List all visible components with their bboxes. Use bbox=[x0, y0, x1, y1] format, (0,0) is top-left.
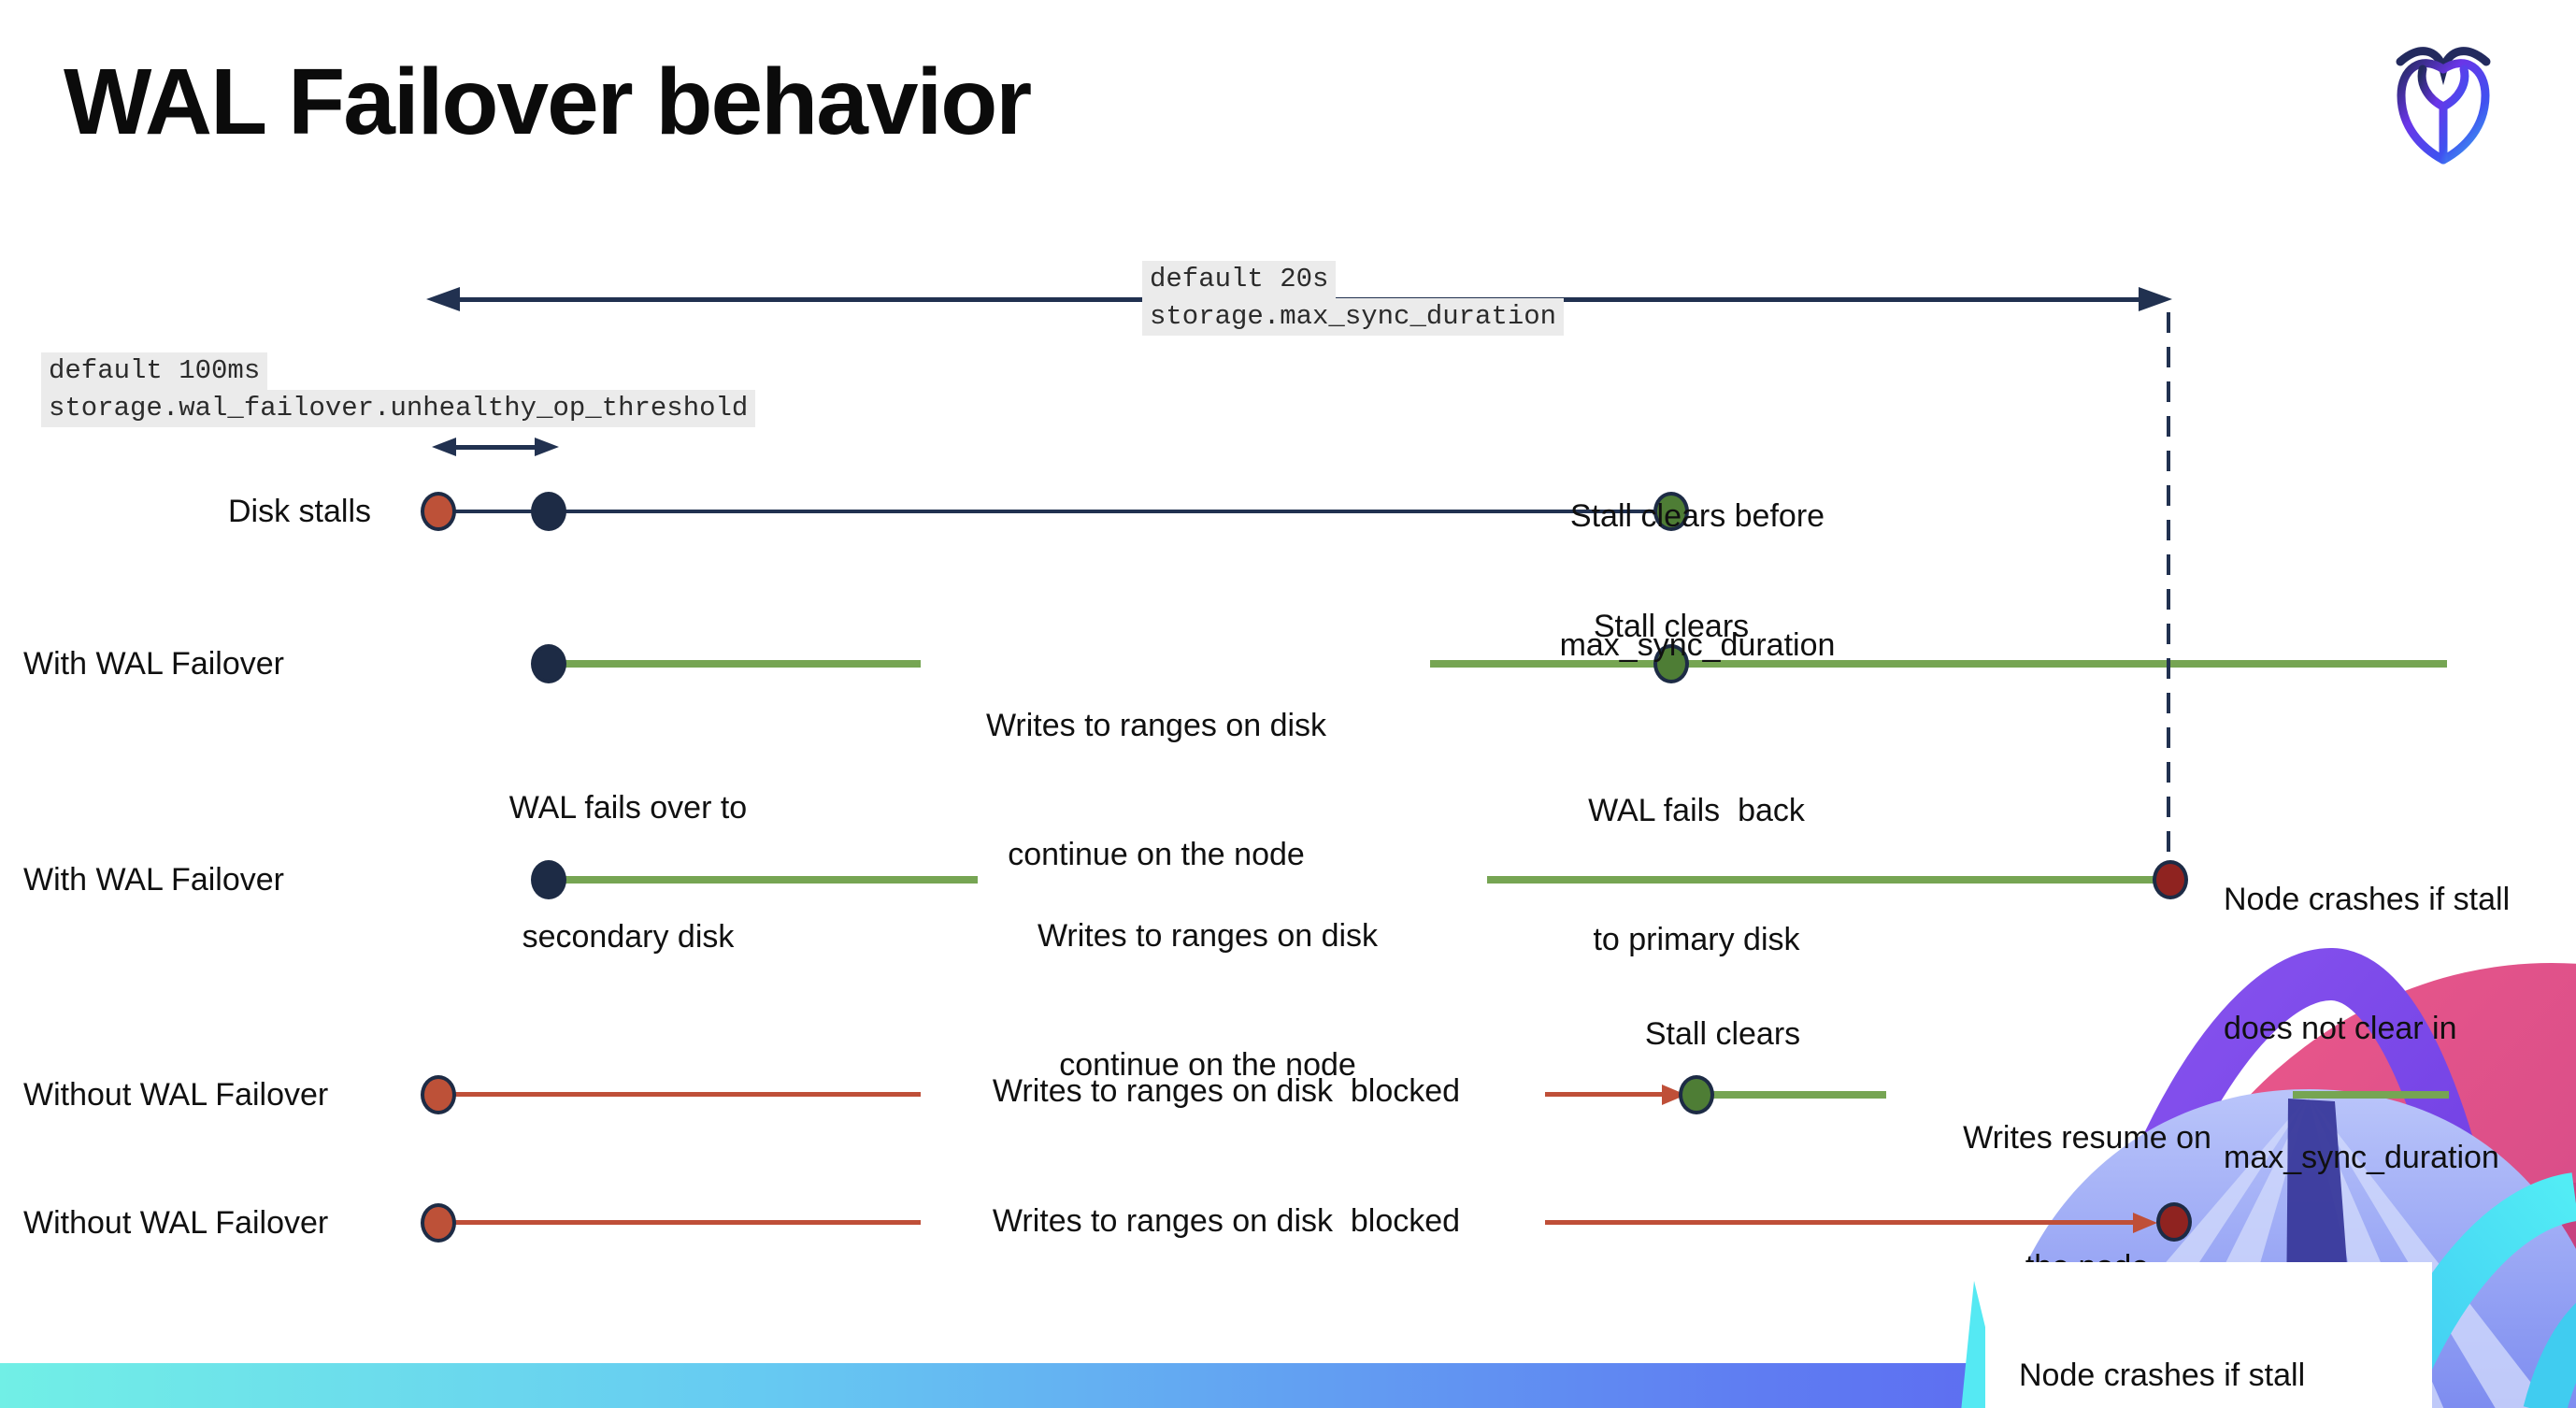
row1-stall-start-dot bbox=[421, 492, 456, 531]
row5-crash-note-box: Node crashes if stall does not clear in … bbox=[1985, 1262, 2432, 1408]
threshold-arrow-right-head-icon bbox=[535, 438, 559, 456]
row5-crash-note: Node crashes if stall does not clear in … bbox=[2019, 1358, 2306, 1393]
page-title: WAL Failover behavior bbox=[64, 50, 1032, 154]
row2-stall-clear-dot bbox=[1653, 644, 1689, 683]
row3-crash-dot bbox=[2153, 860, 2188, 899]
row5-red-arrow-head-icon bbox=[2133, 1213, 2157, 1233]
row4-stall-clear-dot bbox=[1679, 1075, 1714, 1114]
max-sync-default-label: default 20s bbox=[1142, 261, 1337, 298]
row1-end-note: Stall clears before max_sync_duration bbox=[1559, 498, 1836, 663]
row3-mid-note: Writes to ranges on disk continue on the… bbox=[1037, 918, 1379, 1083]
row-label-without-wal-failover-1: Without WAL Failover bbox=[23, 1077, 329, 1113]
row1-timeline bbox=[438, 510, 1671, 513]
row5-stall-start-dot bbox=[421, 1203, 456, 1243]
row4-green-line bbox=[1713, 1091, 1886, 1099]
row5-crash-dot bbox=[2156, 1202, 2192, 1242]
max-sync-arrow-left-head-icon bbox=[426, 287, 460, 311]
row2-stall-clears-note: Stall clears bbox=[1593, 609, 1750, 644]
row-label-without-wal-failover-2: Without WAL Failover bbox=[23, 1205, 329, 1241]
row2-mid-note: Writes to ranges on disk continue on the… bbox=[985, 708, 1327, 872]
threshold-arrow-line bbox=[454, 445, 540, 450]
max-sync-setting-name: storage.max_sync_duration bbox=[1142, 298, 1565, 336]
row4-mid-note: Writes to ranges on disk blocked bbox=[992, 1073, 1461, 1109]
row-label-disk-stalls: Disk stalls bbox=[228, 494, 372, 529]
row3-failover-dot bbox=[531, 860, 566, 899]
row1-threshold-dot bbox=[531, 492, 566, 531]
row-label-with-wal-failover-1: With WAL Failover bbox=[23, 646, 284, 682]
row2-green-line-b bbox=[1430, 660, 2447, 668]
row4-green-line-right bbox=[2293, 1091, 2449, 1099]
unhealthy-op-setting-name: storage.wal_failover.unhealthy_op_thresh… bbox=[41, 390, 756, 427]
row3-crash-note: Node crashes if stall does not clear in … bbox=[2224, 882, 2511, 1175]
row5-mid-note: Writes to ranges on disk blocked bbox=[992, 1203, 1461, 1239]
row4-stall-start-dot bbox=[421, 1075, 456, 1114]
row-label-with-wal-failover-2: With WAL Failover bbox=[23, 862, 284, 898]
max-sync-deadline-dashed-line bbox=[2167, 312, 2170, 860]
row4-red-line-b bbox=[1545, 1092, 1662, 1097]
row5-red-line-a bbox=[451, 1220, 921, 1225]
row3-green-line-a bbox=[553, 876, 978, 884]
row2-failover-dot bbox=[531, 644, 566, 683]
row2-failover-note: WAL fails over to secondary disk bbox=[508, 790, 748, 955]
row5-red-line-b bbox=[1545, 1220, 2133, 1225]
row4-stall-clears-note: Stall clears bbox=[1644, 1016, 1801, 1052]
unhealthy-op-default-label: default 100ms bbox=[41, 352, 268, 390]
cockroachdb-logo-icon bbox=[2389, 34, 2497, 170]
threshold-arrow-left-head-icon bbox=[432, 438, 456, 456]
row2-green-line-a bbox=[553, 660, 921, 668]
row3-green-line-b bbox=[1487, 876, 2170, 884]
row1-stall-clear-dot bbox=[1653, 492, 1689, 531]
row4-red-line-a bbox=[451, 1092, 921, 1097]
row2-failback-note: WAL fails back to primary disk bbox=[1588, 793, 1805, 957]
max-sync-arrow-right-head-icon bbox=[2139, 287, 2172, 311]
